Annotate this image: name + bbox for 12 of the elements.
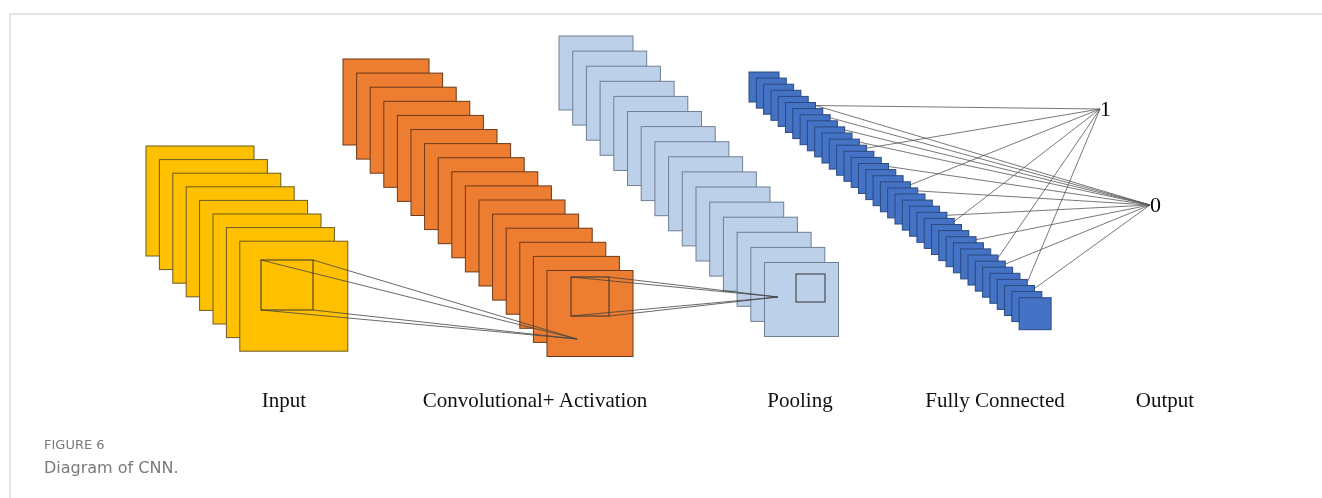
connection-lines — [815, 105, 1101, 283]
figure-number: FIGURE 6 — [44, 437, 105, 453]
fully-connected-neurons-drawing — [748, 71, 1052, 331]
layer-label: Convolutional+ Activation — [422, 388, 648, 412]
layer-label: Input — [261, 388, 307, 412]
output-value: 1 — [1100, 96, 1111, 122]
output-value: 0 — [1150, 192, 1161, 218]
layer-label: Output — [1135, 388, 1195, 412]
layer-label: Pooling — [767, 388, 833, 412]
layer-label: Fully Connected — [925, 388, 1065, 412]
figure-caption: Diagram of CNN. — [44, 458, 179, 478]
connection-lines — [815, 105, 1151, 289]
